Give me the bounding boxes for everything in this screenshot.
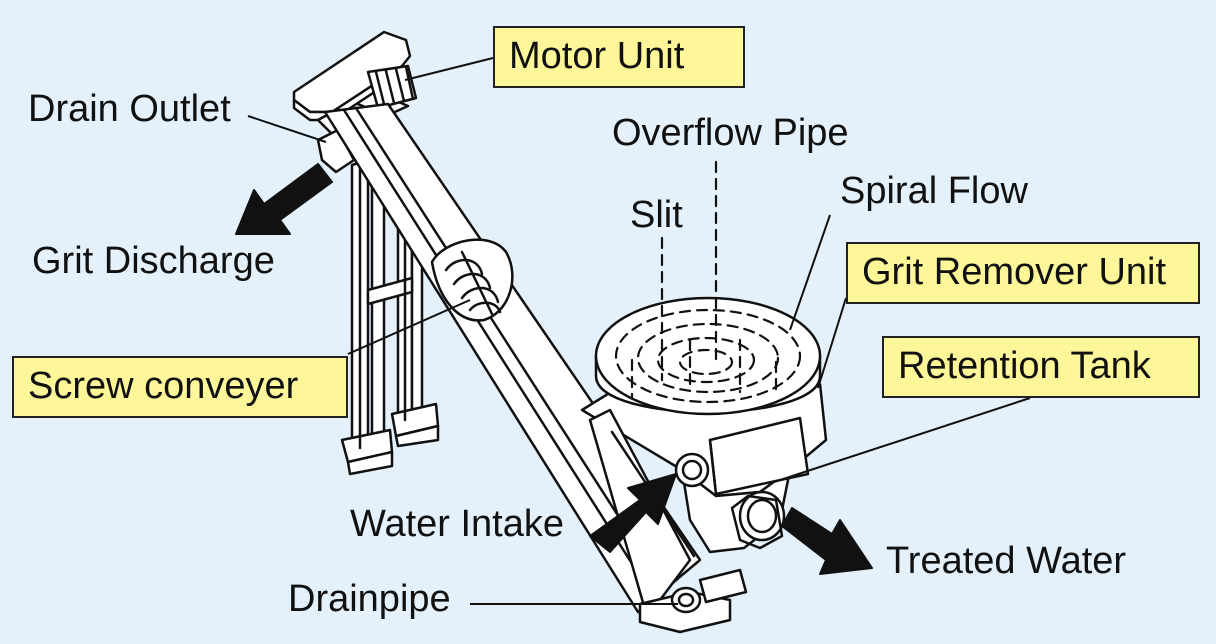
label-overflow-pipe: Overflow Pipe bbox=[612, 112, 849, 154]
label-screw-conveyer: Screw conveyer bbox=[12, 356, 348, 418]
label-grit-discharge: Grit Discharge bbox=[32, 240, 275, 282]
label-drainpipe: Drainpipe bbox=[288, 578, 451, 620]
label-slit: Slit bbox=[630, 194, 683, 236]
label-retention-tank: Retention Tank bbox=[882, 336, 1200, 398]
label-treated-water: Treated Water bbox=[886, 540, 1127, 582]
label-motor-unit: Motor Unit bbox=[493, 26, 745, 88]
leader-lines bbox=[247, 57, 1031, 605]
label-water-intake: Water Intake bbox=[350, 503, 565, 545]
label-grit-remover-unit: Grit Remover Unit bbox=[846, 242, 1200, 304]
water-intake-arrow bbox=[589, 473, 677, 553]
support-frame bbox=[340, 154, 440, 476]
screw-window bbox=[430, 238, 514, 322]
base-foot bbox=[638, 568, 748, 634]
label-drain-outlet: Drain Outlet bbox=[28, 88, 231, 130]
label-spiral-flow: Spiral Flow bbox=[840, 170, 1028, 212]
intake-box bbox=[674, 416, 810, 550]
grit-discharge-arrow bbox=[235, 163, 333, 235]
grit-remover-unit bbox=[594, 160, 822, 416]
treated-water-arrow bbox=[781, 507, 873, 575]
conveyor-tube bbox=[323, 102, 702, 614]
